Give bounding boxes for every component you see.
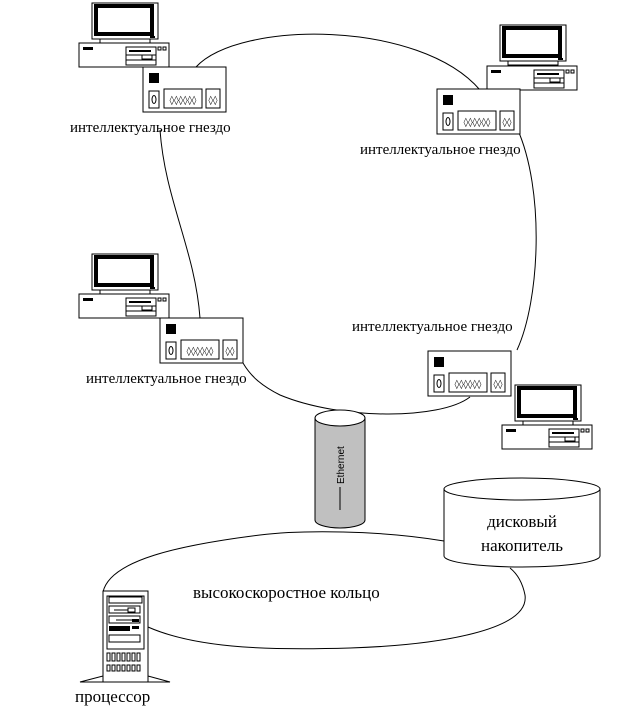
- desktop-icon: [78, 293, 170, 319]
- node-label: интеллектуальное гнездо: [352, 319, 513, 335]
- node-label: интеллектуальное гнездо: [360, 142, 521, 158]
- monitor-icon: [90, 252, 160, 296]
- processor-tower-icon: процессор: [75, 590, 171, 706]
- ethernet-label: Ethernet: [336, 446, 347, 484]
- smart-socket-icon: [159, 317, 244, 364]
- ethernet-cylinder: Ethernet: [314, 409, 366, 529]
- smart-socket-icon: [436, 88, 521, 135]
- workstation-3: интеллектуальное гнездо: [78, 252, 247, 387]
- smart-socket-icon: [142, 66, 227, 113]
- desktop-icon: [78, 42, 170, 68]
- disk-label-line2: накопитель: [481, 536, 563, 555]
- processor-label: процессор: [75, 687, 150, 706]
- node-label: интеллектуальное гнездо: [70, 120, 231, 136]
- desktop-icon: [486, 65, 578, 91]
- ring-label: высокоскоростное кольцо: [193, 583, 380, 602]
- monitor-icon: [90, 1, 160, 45]
- high-speed-ring: высокоскоростное кольцо: [102, 531, 526, 650]
- smart-socket-icon: [427, 350, 512, 397]
- network-ring-cable: [159, 33, 537, 415]
- disk-storage: дисковый накопитель: [443, 477, 601, 568]
- monitor-icon: [513, 383, 583, 427]
- workstation-2: интеллектуальное гнездо: [360, 23, 578, 158]
- node-label: интеллектуальное гнездо: [86, 371, 247, 387]
- monitor-icon: [498, 23, 568, 67]
- workstation-4: интеллектуальное гнездо: [352, 319, 593, 450]
- desktop-icon: [501, 424, 593, 450]
- workstation-1: интеллектуальное гнездо: [70, 1, 231, 136]
- disk-label-line1: дисковый: [487, 512, 557, 531]
